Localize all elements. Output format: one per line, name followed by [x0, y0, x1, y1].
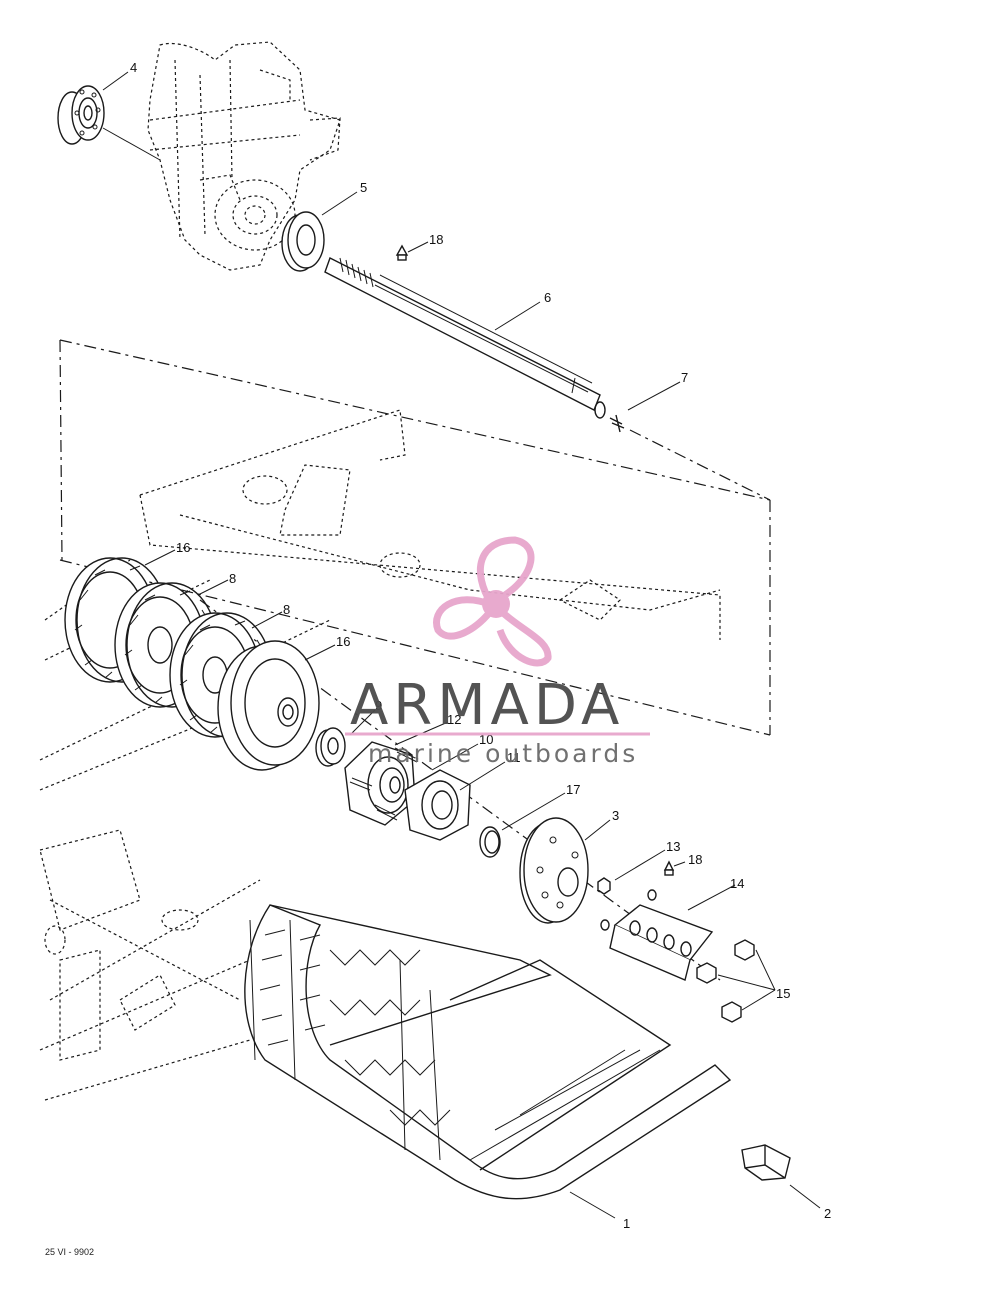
callout-8-lower: 8 [283, 602, 290, 617]
drive-axle [324, 257, 606, 419]
callout-8-upper: 8 [229, 571, 236, 586]
callout-11: 11 [507, 750, 521, 765]
watermark-title: ARMADA [350, 673, 624, 738]
drawing-code: 25 VI - 9902 [45, 1247, 94, 1257]
chaincase-housing [147, 41, 341, 271]
grease-fitting-lower [663, 860, 675, 876]
bearing-retainer-plate [519, 817, 589, 924]
callout-7: 7 [681, 370, 688, 385]
callout-1: 1 [623, 1216, 630, 1231]
bearing [57, 85, 105, 145]
bearing-axis-line [102, 127, 161, 161]
callout-18-lower: 18 [688, 852, 702, 867]
callout-labels: 1 2 3 4 5 6 7 8 8 9 10 11 12 13 14 15 16… [130, 60, 831, 1231]
watermark-subtitle: marine outboards [368, 739, 638, 768]
callout-16-inner: 16 [336, 634, 350, 649]
spacer-ring [315, 727, 346, 767]
callout-12: 12 [447, 712, 461, 727]
slider-clip [741, 1144, 791, 1181]
callout-17: 17 [566, 782, 580, 797]
callout-18-upper: 18 [429, 232, 443, 247]
callout-9: 9 [375, 698, 382, 713]
flange-nuts [696, 939, 755, 1023]
callout-4: 4 [130, 60, 137, 75]
callout-6: 6 [544, 290, 551, 305]
idler-wheel [217, 640, 320, 771]
cotter-pin [609, 414, 625, 433]
watermark: ARMADA marine outboards [345, 536, 650, 768]
callout-10: 10 [479, 732, 493, 747]
grease-fitting [395, 244, 409, 261]
drive-track [244, 904, 732, 1200]
propeller-icon [433, 536, 552, 667]
callout-3: 3 [612, 808, 619, 823]
circlip [479, 826, 501, 858]
callout-5: 5 [360, 180, 367, 195]
tensioner-bracket [600, 889, 714, 981]
bearing-flange [344, 741, 418, 826]
callout-2: 2 [824, 1206, 831, 1221]
callout-14: 14 [730, 876, 744, 891]
bearing-housing [404, 769, 471, 841]
lock-nut [597, 877, 611, 895]
callout-16-outer: 16 [176, 540, 190, 555]
callout-15: 15 [776, 986, 790, 1001]
seal [281, 211, 325, 272]
callout-13: 13 [666, 839, 680, 854]
